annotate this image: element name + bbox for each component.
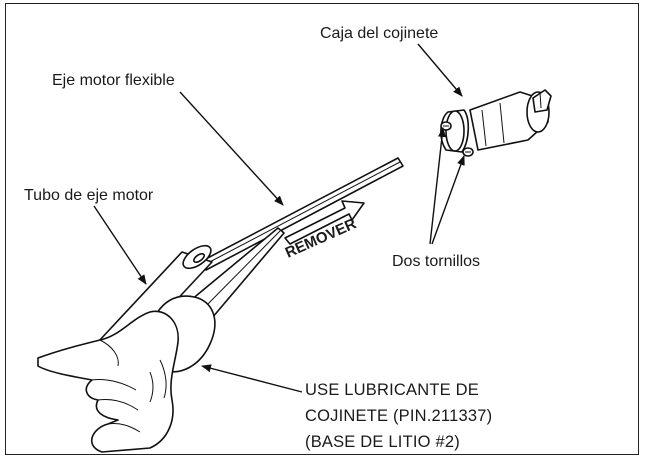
bearing-case-leader — [417, 43, 463, 97]
two-screws-label: Dos tornillos — [392, 253, 480, 270]
lubricant-note-line-1: USE LUBRICANTE DE — [305, 381, 479, 399]
screw-leader-1 — [429, 127, 446, 245]
shaft-tube-leader — [93, 205, 147, 285]
flex-shaft-leader — [179, 91, 284, 206]
lubricant-note-line-3: (BASE DE LITIO #2) — [305, 433, 460, 451]
bearing-case-label: Caja del cojinete — [320, 25, 438, 42]
screw-leader-2 — [431, 155, 465, 245]
lubricant-note-line-2: COJINETE (PIN.211337) — [305, 407, 492, 425]
bearing-case-illustration — [440, 89, 552, 157]
remove-arrow — [284, 200, 365, 245]
shaft-tube-label: Tubo de eje motor — [24, 187, 154, 204]
lubricant-leader — [201, 364, 303, 393]
flex-shaft-label: Eje motor flexible — [52, 72, 175, 89]
hand-illustration — [37, 295, 216, 453]
